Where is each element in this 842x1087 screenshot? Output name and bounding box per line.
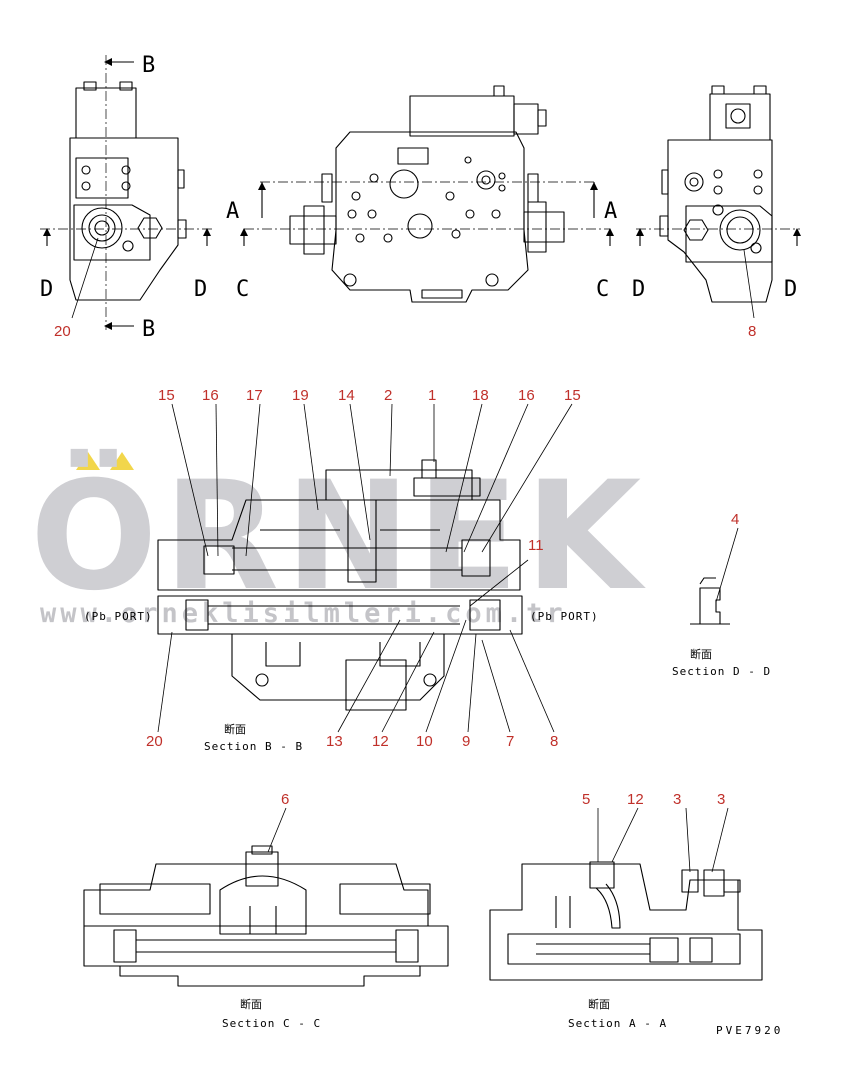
callout-aa-5: 5 xyxy=(582,791,590,808)
callout-bb-1: 1 xyxy=(428,387,436,404)
drawing-code: PVE7920 xyxy=(716,1024,783,1037)
callout-top-left-20: 20 xyxy=(54,323,71,340)
section-a-c-markers: A A C C xyxy=(226,182,617,302)
section-cc-jp-caption: 断面 xyxy=(240,997,262,1011)
callout-aa-12: 12 xyxy=(627,791,644,808)
section-a-left-marker: A xyxy=(226,199,239,224)
section-cc-caption: Section C - C xyxy=(222,1017,321,1030)
callout-bb-15-left: 15 xyxy=(158,387,175,404)
top-right-side-view xyxy=(636,85,800,303)
pb-port-left-label: (Pb PORT) xyxy=(84,610,153,623)
callout-bb-11: 11 xyxy=(528,537,544,554)
section-bb-leaders xyxy=(157,403,573,733)
section-cc-view xyxy=(83,807,449,987)
callout-bb-8: 8 xyxy=(550,733,558,750)
section-c-right-marker: C xyxy=(596,277,609,302)
watermark: ÖRNEK www.orneklisilmleri.com.tr xyxy=(30,448,647,629)
section-bb-caption: Section B - B xyxy=(204,740,303,753)
callout-bb-9: 9 xyxy=(462,733,470,750)
callout-bb-12: 12 xyxy=(372,733,389,750)
callout-cc-6: 6 xyxy=(281,791,289,808)
section-b-markers: B B xyxy=(104,53,155,342)
callout-bb-13: 13 xyxy=(326,733,343,750)
callout-bb-17: 17 xyxy=(246,387,263,404)
section-aa-jp-caption: 断面 xyxy=(588,997,610,1011)
watermark-accent-right xyxy=(110,452,134,470)
callout-bb-19: 19 xyxy=(292,387,309,404)
callout-bb-7: 7 xyxy=(506,733,514,750)
section-d-markers-right-view: D D xyxy=(632,228,801,302)
callout-bb-20: 20 xyxy=(146,733,163,750)
watermark-brand: ÖRNEK xyxy=(30,448,647,624)
section-d-markers-left-view: D D xyxy=(40,228,211,302)
section-dd-jp-caption: 断面 xyxy=(690,647,712,661)
callout-bb-16-left: 16 xyxy=(202,387,219,404)
top-center-front-view xyxy=(244,85,610,303)
section-dd-caption: Section D - D xyxy=(672,665,771,678)
section-d-marker-2: D xyxy=(194,277,207,302)
section-dd-view xyxy=(690,527,739,625)
section-d-marker-3: D xyxy=(632,277,645,302)
callout-aa-3-right: 3 xyxy=(717,791,725,808)
callout-top-right-8: 8 xyxy=(748,323,756,340)
section-bb-jp-caption: 断面 xyxy=(224,722,246,736)
section-d-marker-4: D xyxy=(784,277,797,302)
watermark-accent-left xyxy=(76,452,100,470)
callout-aa-3-left: 3 xyxy=(673,791,681,808)
section-aa-view xyxy=(489,807,763,981)
callout-bb-14: 14 xyxy=(338,387,355,404)
section-c-left-marker: C xyxy=(236,277,249,302)
top-left-side-view xyxy=(40,55,212,330)
callout-bb-15-right: 15 xyxy=(564,387,581,404)
pb-port-right-label: (Pb PORT) xyxy=(530,610,599,623)
section-d-marker-1: D xyxy=(40,277,53,302)
section-b-top-marker: B xyxy=(142,53,155,78)
section-b-bottom-marker: B xyxy=(142,317,155,342)
section-aa-caption: Section A - A xyxy=(568,1017,667,1030)
section-a-right-marker: A xyxy=(604,199,617,224)
callout-bb-18: 18 xyxy=(472,387,489,404)
callout-bb-2: 2 xyxy=(384,387,392,404)
callout-bb-16-right: 16 xyxy=(518,387,535,404)
callout-dd-4: 4 xyxy=(731,511,739,528)
callout-bb-10: 10 xyxy=(416,733,433,750)
